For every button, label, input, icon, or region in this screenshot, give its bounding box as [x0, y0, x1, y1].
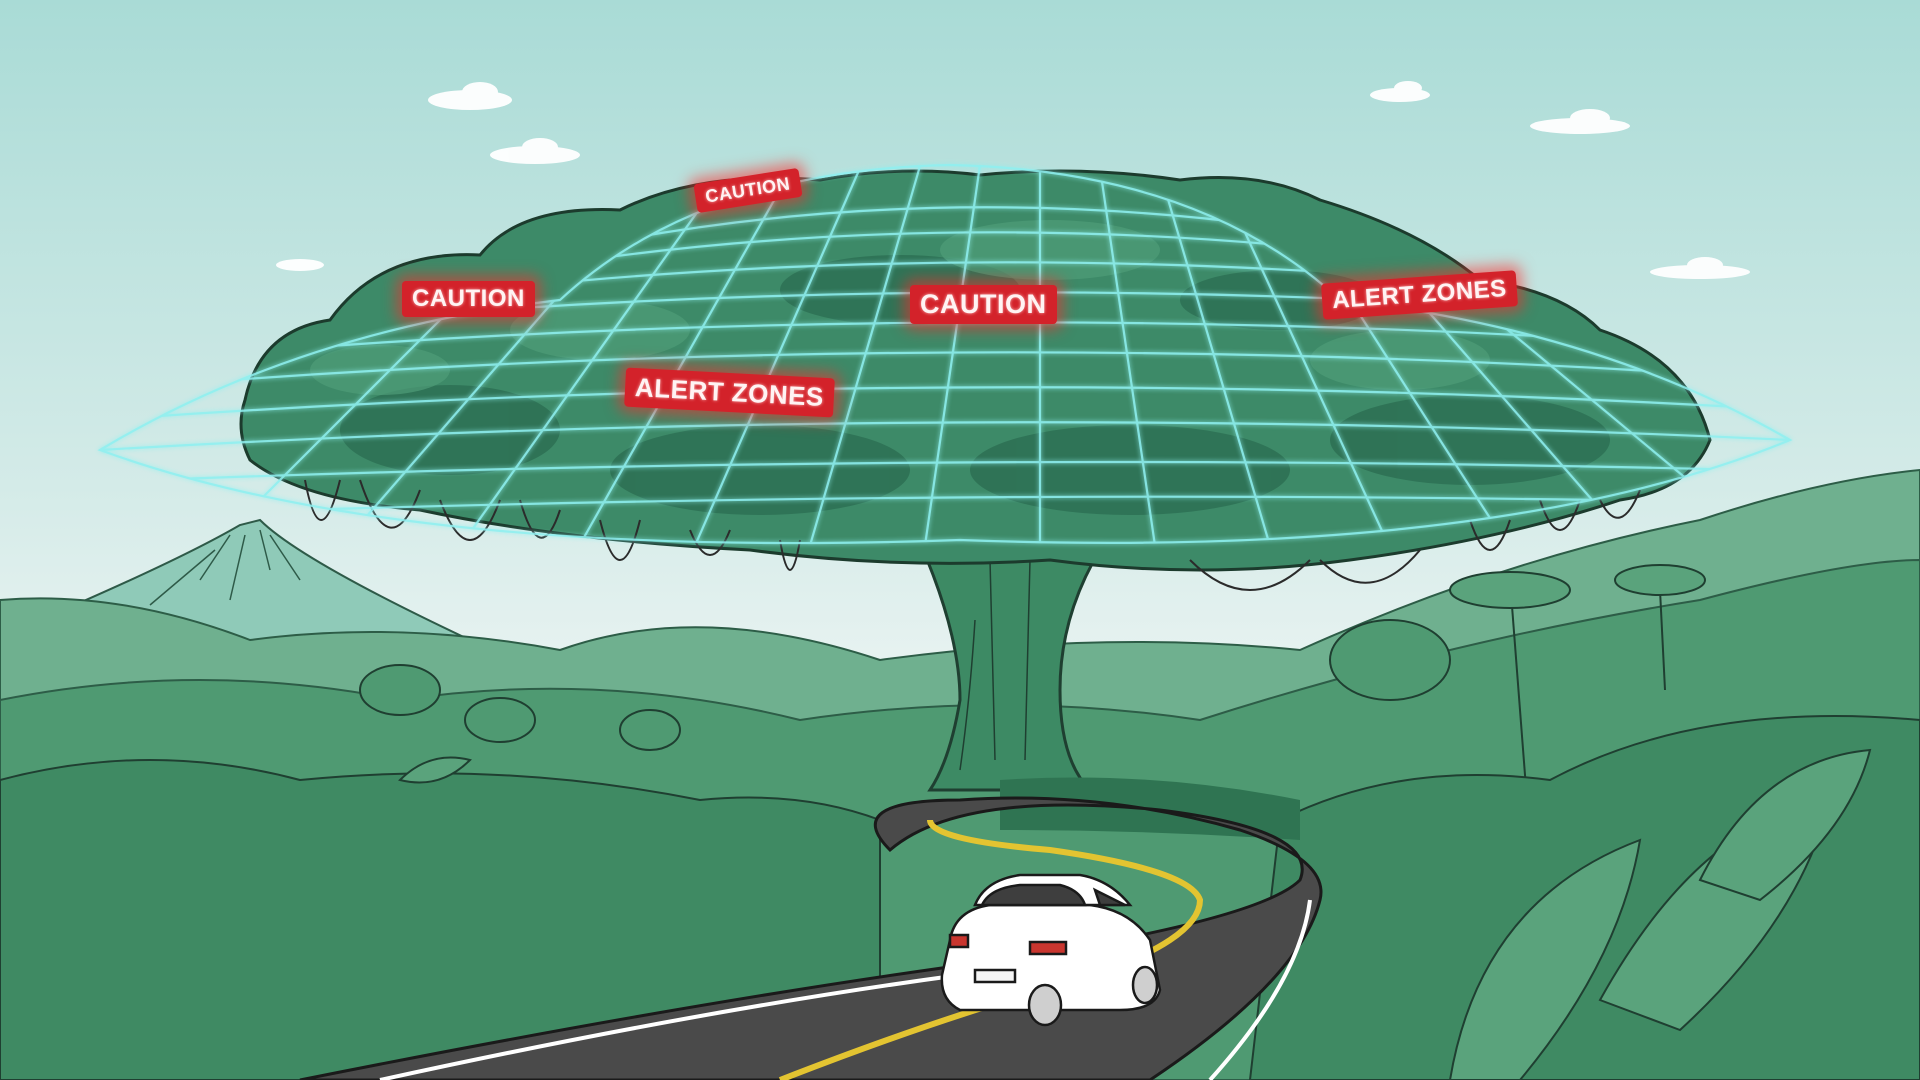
tree-canopy — [239, 169, 1712, 572]
caution-label-center: CAUTION — [910, 285, 1057, 324]
jungle-trees — [359, 564, 1706, 841]
clouds — [276, 81, 1750, 279]
banana-leaves — [398, 748, 1872, 1080]
white-hatchback-car — [940, 873, 1162, 1027]
caution-label-left: CAUTION — [402, 281, 535, 317]
foreground-forest — [0, 759, 881, 1080]
hanging-vines — [304, 479, 1641, 591]
